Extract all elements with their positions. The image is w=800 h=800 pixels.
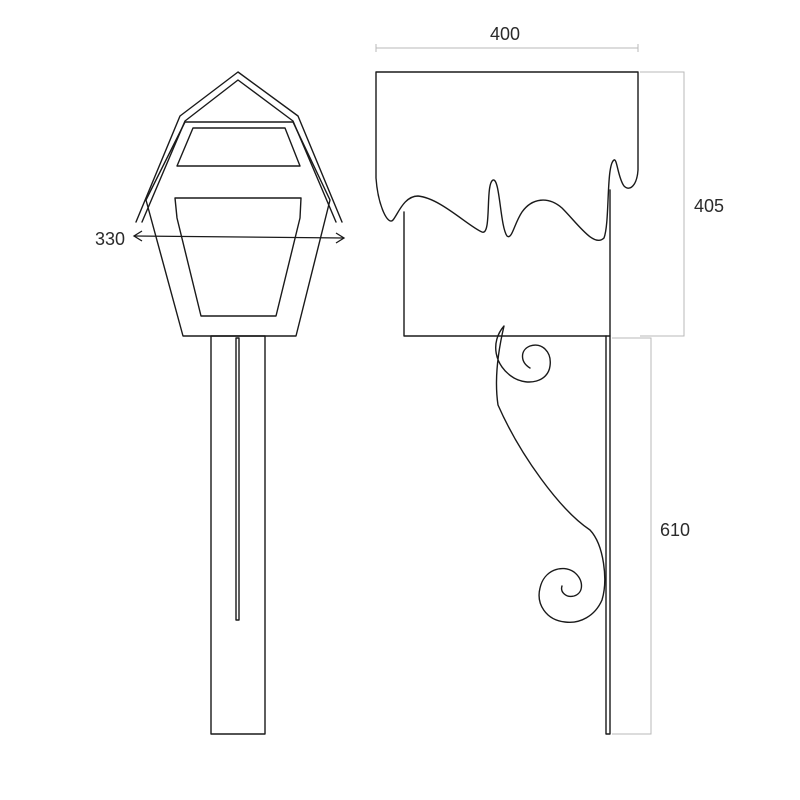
front-width-label: 330 (95, 229, 125, 249)
front-lower-window (174, 197, 302, 317)
side-canopy (375, 71, 639, 241)
side-view (375, 71, 639, 735)
side-scroll-bracket (495, 325, 606, 623)
front-view: 330 (95, 71, 346, 735)
front-roof-inner (141, 79, 337, 223)
side-width-label: 400 (490, 24, 520, 44)
pole-height-label: 610 (660, 520, 690, 540)
side-post (605, 335, 611, 735)
head-height-label: 405 (694, 196, 724, 216)
width-arrow-line (133, 235, 345, 239)
width-arrow-head-left (132, 230, 143, 242)
pole-dimension-line (612, 337, 652, 735)
head-dimension-line (640, 71, 685, 337)
front-pole (210, 335, 266, 735)
front-upper-window (176, 127, 301, 167)
front-rod (235, 337, 240, 621)
dimension-lines: 400 405 610 (375, 24, 724, 735)
top-dimension-line (375, 44, 639, 52)
front-roof-outer (135, 71, 343, 223)
front-lantern-body (145, 121, 331, 337)
width-arrow-head-right (335, 232, 346, 244)
side-box (403, 189, 611, 337)
